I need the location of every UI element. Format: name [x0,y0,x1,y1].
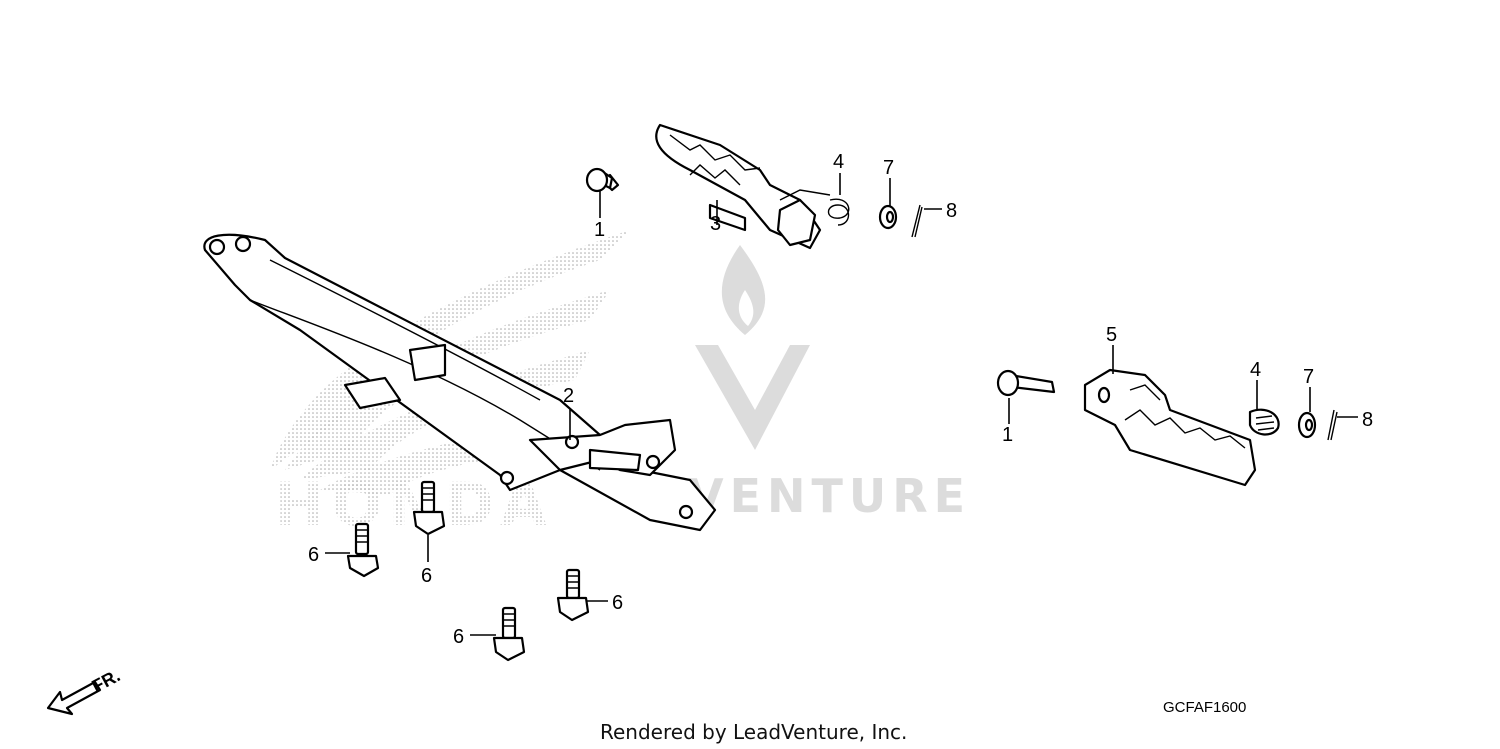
callout-6c: 6 [612,592,623,614]
washer-7b [1297,411,1317,439]
callout-4a: 4 [833,151,844,173]
callout-6d: 6 [453,626,464,648]
callout-8a: 8 [946,200,957,222]
bolt-6c [556,568,590,622]
bolt-6d [492,606,526,662]
spring-4b [1248,408,1280,436]
bolt-6a [346,522,380,578]
callout-5: 5 [1106,324,1117,346]
pin-1b [996,369,1056,397]
callout-3: 3 [710,213,721,235]
callout-7a: 7 [883,157,894,179]
callout-6b: 6 [421,565,432,587]
callout-7b: 7 [1303,366,1314,388]
spring-4a [779,189,850,226]
callout-4b: 4 [1250,359,1261,381]
callout-6a: 6 [308,544,319,566]
diagram-code: GCFAF1600 [1163,699,1246,716]
pin-1a [585,167,620,193]
callout-2: 2 [563,385,574,407]
callout-1a: 1 [594,219,605,241]
credit-text: Rendered by LeadVenture, Inc. [600,720,907,744]
cotter-8a [911,204,923,238]
bolt-6b [412,480,446,536]
callout-1b: 1 [1002,424,1013,446]
leader-lines [325,173,1358,636]
footpeg-3 [655,123,822,250]
footpeg-5 [1083,368,1257,487]
leadventure-watermark: VENTURE [688,245,971,523]
front-direction-arrow: FR. [46,665,123,716]
cotter-8b [1327,409,1338,441]
step-bar-bracket [203,233,717,532]
callout-8b: 8 [1362,409,1373,431]
washer-7a [878,204,898,230]
watermark-text: VENTURE [688,469,971,523]
